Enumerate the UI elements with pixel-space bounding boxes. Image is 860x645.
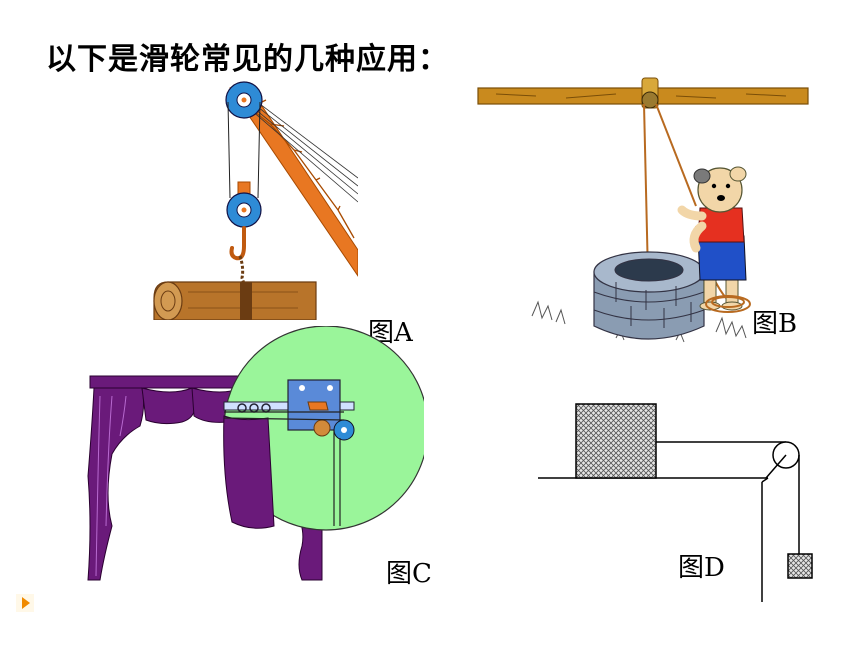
figure-c-curtain	[87, 326, 424, 581]
figure-a-crane	[153, 81, 358, 320]
hanging-weight	[787, 553, 813, 579]
left-curtain	[87, 387, 244, 581]
pulley-detail-magnifier	[223, 326, 424, 531]
slide-title: 以下是滑轮常见的几种应用：	[46, 42, 449, 77]
log	[153, 281, 317, 320]
crane-top-pulley	[225, 81, 263, 119]
bear	[677, 166, 747, 311]
caption-c: 图C	[386, 559, 432, 589]
caption-b: 图B	[752, 309, 798, 339]
figure-d-pulley-system	[538, 403, 813, 602]
block-on-table	[575, 403, 657, 479]
figure-b-well	[477, 77, 809, 343]
play-arrow-icon[interactable]	[16, 594, 34, 612]
well	[593, 251, 705, 340]
fixed-pulley	[641, 77, 659, 109]
caption-d: 图D	[678, 553, 725, 583]
pulley-wheel	[765, 441, 800, 479]
crane-movable-pulley	[226, 181, 262, 228]
coiled-rope	[705, 295, 751, 313]
crane-hook	[229, 226, 246, 261]
